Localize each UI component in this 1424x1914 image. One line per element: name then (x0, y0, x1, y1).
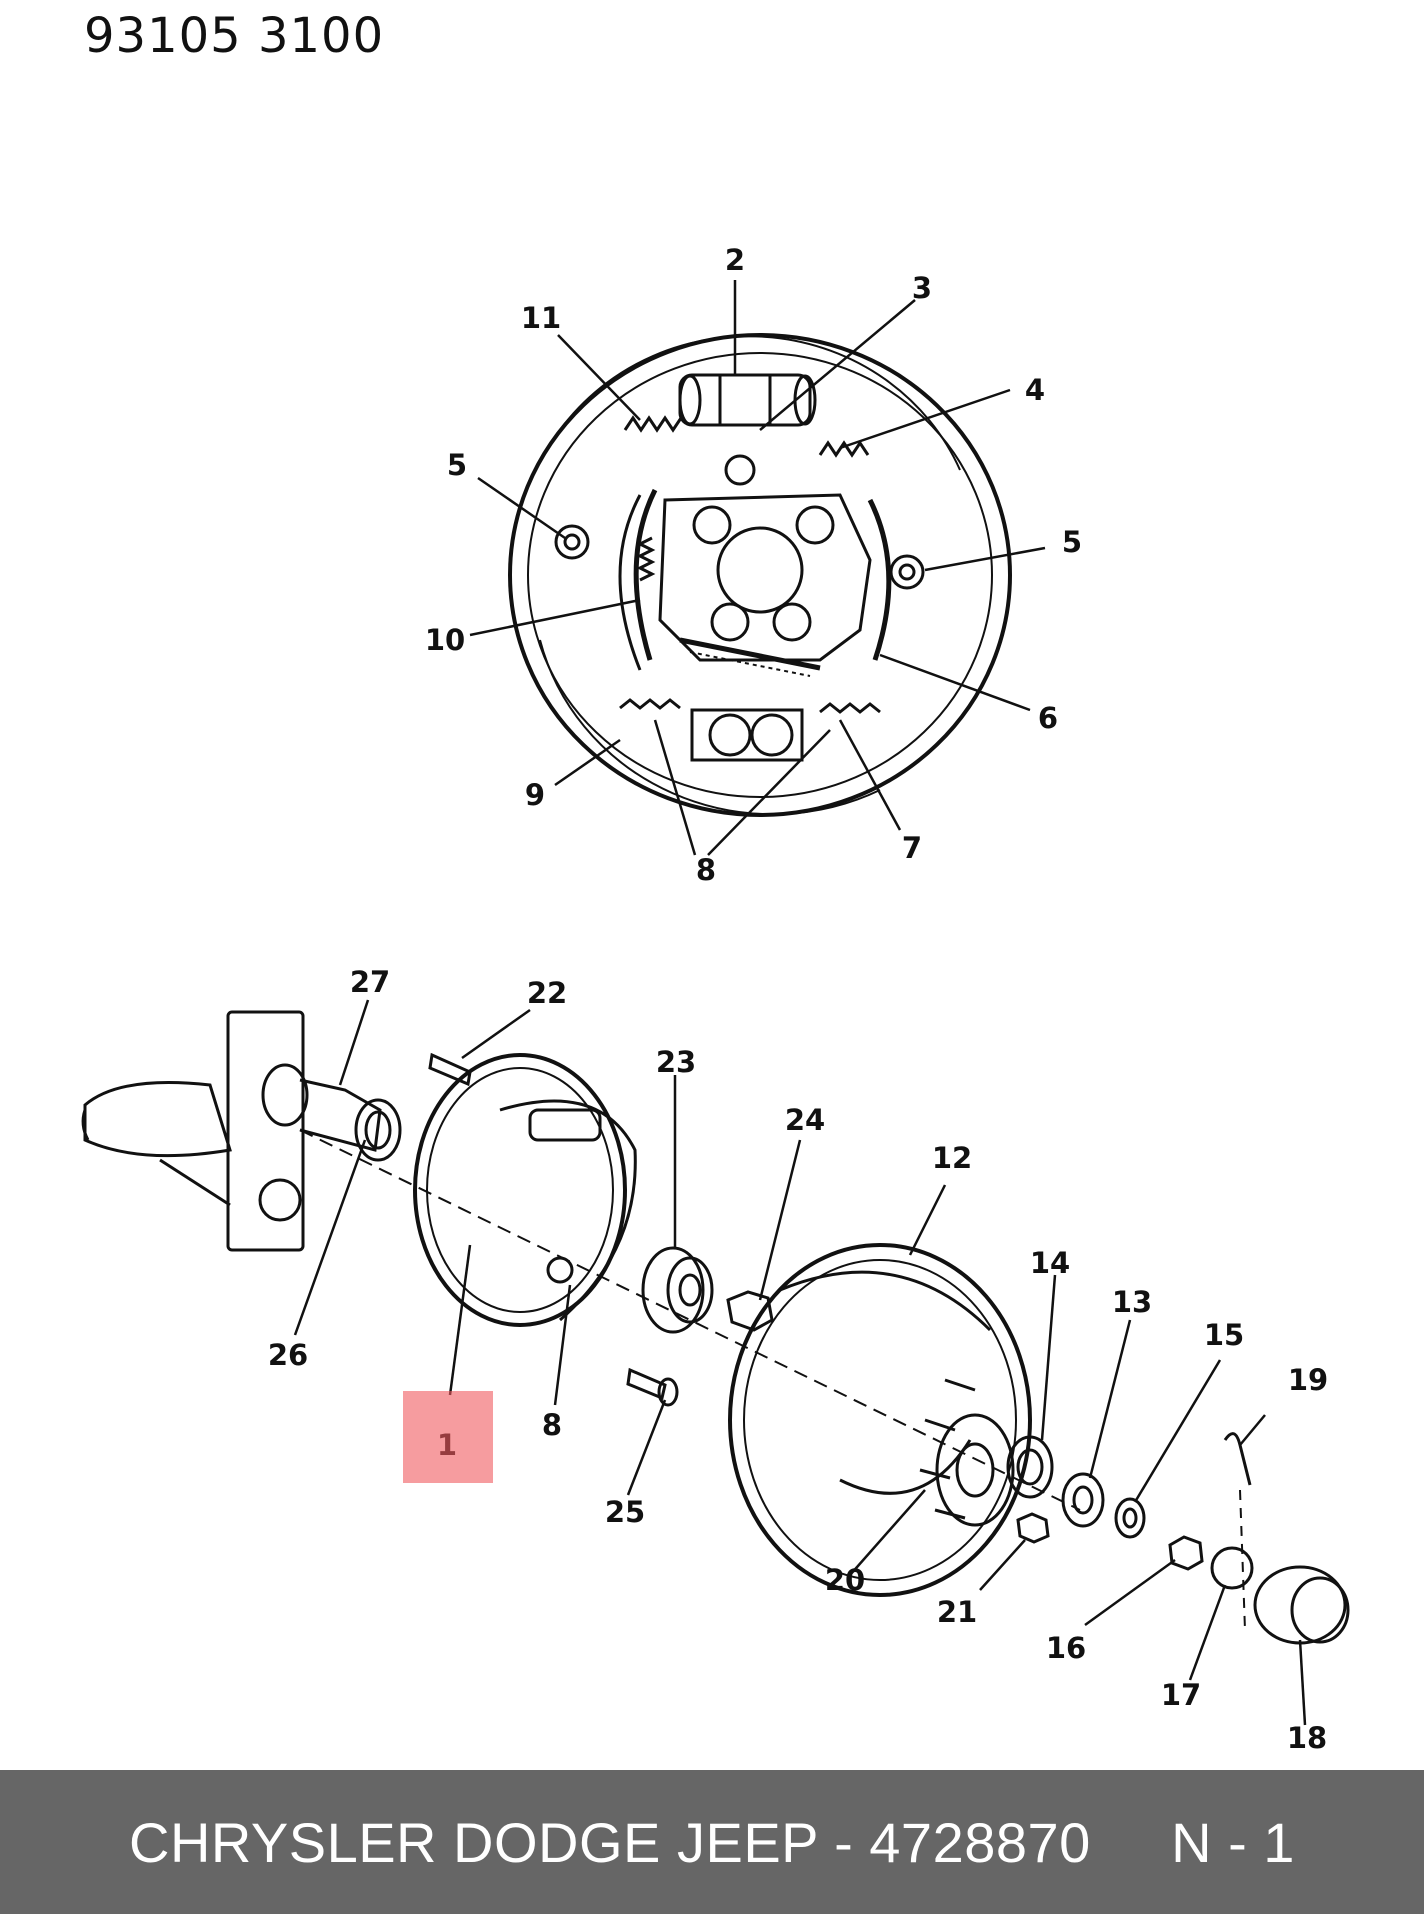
callout-5-left: 5 (447, 448, 467, 482)
callout-7: 7 (902, 831, 922, 865)
callout-21: 21 (937, 1595, 977, 1629)
callout-11: 11 (521, 301, 561, 335)
callout-12: 12 (932, 1141, 972, 1175)
callout-8-top: 8 (696, 853, 716, 887)
callout-8-bottom: 8 (542, 1408, 562, 1442)
callout-4: 4 (1025, 373, 1045, 407)
callout-23: 23 (656, 1045, 696, 1079)
callout-19: 19 (1288, 1363, 1328, 1397)
callout-2: 2 (725, 243, 745, 277)
part-highlight (403, 1391, 493, 1483)
part-number-caption: CHRYSLER DODGE JEEP - 4728870 N - 1 (129, 1810, 1295, 1874)
callout-16: 16 (1046, 1631, 1086, 1665)
callout-9: 9 (525, 778, 545, 812)
callout-14: 14 (1030, 1246, 1070, 1280)
backing-plate-view (469, 280, 1046, 856)
callout-6: 6 (1038, 701, 1058, 735)
callout-22: 22 (527, 976, 567, 1010)
exploded-brake-diagram: 2 3 4 11 5 5 10 6 9 7 8 27 22 23 24 12 1… (81, 243, 1350, 1755)
callout-18: 18 (1287, 1721, 1327, 1755)
callout-27: 27 (350, 965, 390, 999)
callout-17: 17 (1161, 1678, 1201, 1712)
page-reference: 93105 3100 (84, 8, 385, 64)
callout-3: 3 (912, 271, 932, 305)
exploded-assembly-view (81, 999, 1350, 1726)
callout-25: 25 (605, 1495, 645, 1529)
callout-20: 20 (825, 1563, 865, 1597)
footer-bar: CHRYSLER DODGE JEEP - 4728870 N - 1 (0, 1770, 1424, 1914)
callout-5-right: 5 (1062, 525, 1082, 559)
callout-15: 15 (1204, 1318, 1244, 1352)
callout-24: 24 (785, 1103, 825, 1137)
callout-10: 10 (425, 623, 465, 657)
callout-26: 26 (268, 1338, 308, 1372)
callout-13: 13 (1112, 1285, 1152, 1319)
